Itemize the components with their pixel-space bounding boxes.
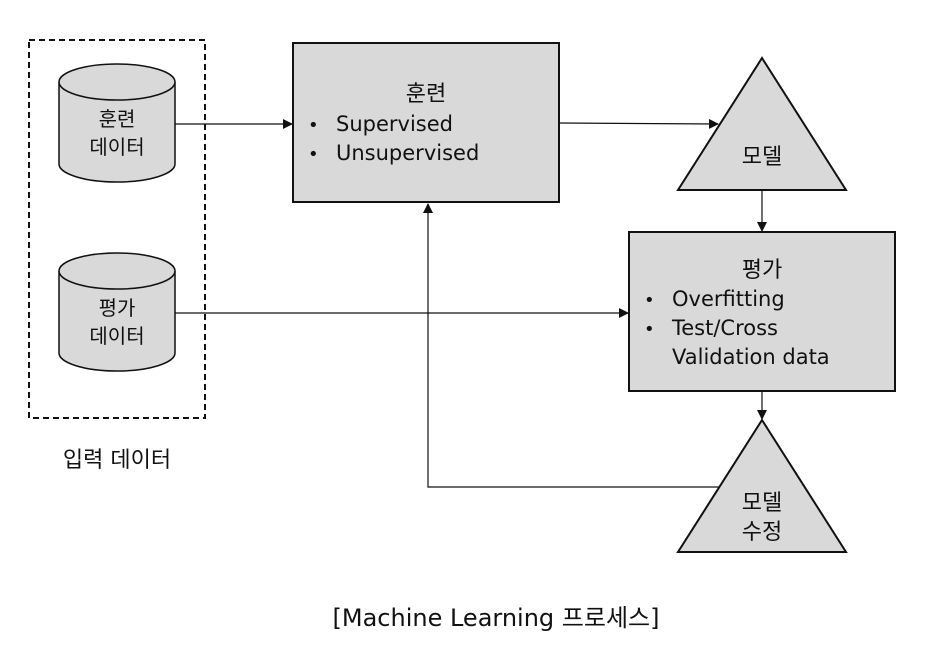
evaluation-bullet-dot-1: • <box>644 290 655 311</box>
eval-data-label-line2: 데이터 <box>89 324 144 348</box>
evaluation-continuation: Validation data <box>672 345 830 369</box>
evaluation-box-title: 평가 <box>742 258 782 283</box>
model-fix-label-line1: 모델 <box>742 491 782 516</box>
evaluation-bullet-2: Test/Cross <box>671 316 778 340</box>
evaluation-bullet-1: Overfitting <box>672 287 785 311</box>
evaluation-bullet-dot-2: • <box>644 319 655 340</box>
model-fix-triangle: 모델 수정 <box>676 418 848 553</box>
training-box-title: 훈련 <box>406 82 446 107</box>
training-data-cylinder: 훈련 데이터 <box>58 63 176 183</box>
training-data-label-line1: 훈련 <box>99 107 136 131</box>
training-data-label-line2: 데이터 <box>89 135 144 159</box>
training-bullet-dot-2: • <box>308 144 319 165</box>
arrow-model-fix-to-training <box>423 203 719 488</box>
training-bullet-2: Unsupervised <box>336 141 479 165</box>
training-bullet-dot-1: • <box>308 115 319 136</box>
input-data-label: 입력 데이터 <box>63 448 171 473</box>
model-label: 모델 <box>742 145 782 170</box>
training-box: 훈련 • Supervised • Unsupervised <box>292 42 560 203</box>
input-data-group <box>28 39 206 419</box>
evaluation-box: 평가 • Overfitting • Test/Cross Validation… <box>628 231 896 392</box>
diagram-caption: [Machine Learning 프로세스] <box>333 604 660 632</box>
arrow-training-to-model <box>558 118 719 129</box>
model-fix-label-line2: 수정 <box>742 520 782 545</box>
eval-data-cylinder: 평가 데이터 <box>58 252 176 372</box>
eval-data-label-line1: 평가 <box>99 296 136 320</box>
training-bullet-1: Supervised <box>336 112 453 136</box>
